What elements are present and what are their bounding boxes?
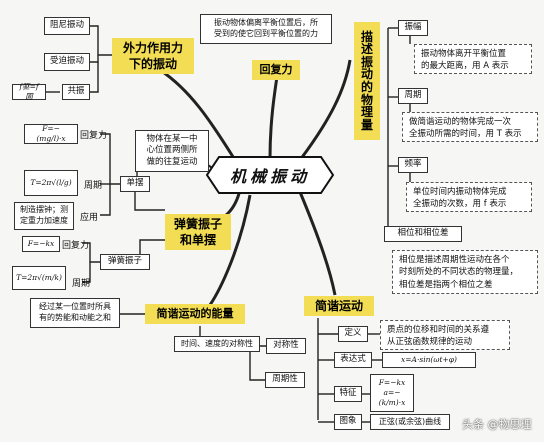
branch-spring-pendulum[interactable]: 弹簧振子 和单摆	[165, 214, 231, 250]
branch-forced-vibration[interactable]: 外力作用力 下的振动	[112, 38, 194, 74]
shm-definition-text: 质点的位移和时间的关系遵 从正弦函数规律的运动	[380, 320, 510, 350]
pendulum-restoring-formula: F=−(mg/l)·x	[24, 124, 78, 144]
shm-feature-acceleration: a=−(k/m)·x	[378, 387, 406, 408]
branch-restoring-force[interactable]: 回复力	[252, 60, 300, 80]
forced-item-resonance[interactable]: 共振	[62, 84, 90, 100]
symmetry-definition: 时间、速度的对称性	[174, 336, 260, 352]
watermark: 头条 @物思理	[462, 418, 532, 431]
shm-image-text: 正弦(或余弦)曲线	[370, 414, 450, 430]
center-hexagon-shape	[205, 156, 335, 194]
quantity-frequency-label[interactable]: 频率	[398, 157, 428, 173]
quantity-amplitude-label[interactable]: 振幅	[398, 20, 428, 36]
spring-period-label: 周期	[72, 279, 91, 289]
pendulum-application: 制造摆钟；测 定重力加速度	[14, 202, 74, 230]
spring-period-formula: T=2π√(m/k)	[12, 266, 66, 290]
spring-oscillator-label[interactable]: 弹簧振子	[100, 254, 150, 270]
quantity-period-definition: 做简谐运动的物体完成一次 全振动所需的时间，用 T 表示	[402, 112, 538, 142]
shm-image-label[interactable]: 图象	[334, 414, 362, 430]
spring-restoring-formula: F=−kx	[22, 236, 60, 252]
branch-describe-quantities[interactable]: 描 述 振 动 的 物 理 量	[354, 22, 380, 140]
shm-feature-formulas: F=−kx a=−(k/m)·x	[370, 374, 414, 412]
periodicity-label[interactable]: 周期性	[265, 372, 305, 388]
center-title: 机械振动	[229, 167, 310, 186]
pendulum-application-label: 应用	[80, 213, 99, 223]
pendulum-restoring-label: 回复力	[80, 131, 108, 141]
oscillation-definition: 物体在某一中 心位置两侧所 做的往复运动	[135, 130, 209, 172]
branch-shm[interactable]: 简谐运动	[304, 296, 374, 316]
quantity-phase-definition: 相位是描述周期性运动在各个 时刻所处的不同状态的物理量， 相位差是指两个相位之差	[392, 250, 538, 294]
pendulum-period-formula: T=2π√(l/g)	[24, 170, 78, 196]
pendulum-label[interactable]: 单摆	[120, 176, 150, 192]
resonance-condition: f驱=f固	[12, 82, 46, 101]
restoring-force-definition: 振动物体偏离平衡位置后，所 受到的使它回到平衡位置的力	[200, 14, 332, 44]
quantity-period-label[interactable]: 周期	[398, 88, 428, 104]
quantity-amplitude-definition: 振动物体离开平衡位置 的最大距离，用 A 表示	[414, 44, 532, 74]
symmetry-label[interactable]: 对称性	[266, 338, 306, 354]
spring-restoring-label: 回复力	[62, 241, 90, 251]
shm-feature-force: F=−kx	[378, 377, 406, 387]
forced-item-damped[interactable]: 阻尼振动	[44, 17, 90, 35]
shm-expression-text: x=A·sin(ωt+φ)	[382, 352, 476, 368]
energy-definition: 经过某一位置时所具 有的势能和动能之和	[30, 298, 120, 328]
shm-expression-label[interactable]: 表达式	[334, 352, 372, 368]
branch-shm-energy[interactable]: 简谐运动的能量	[145, 304, 245, 324]
quantity-phase-label[interactable]: 相位和相位差	[384, 226, 462, 242]
pendulum-period-label: 周期	[84, 181, 103, 191]
quantity-frequency-definition: 单位时间内振动物体完成 全振动的次数，用 f 表示	[406, 182, 532, 212]
forced-item-driven[interactable]: 受迫振动	[44, 53, 90, 71]
shm-feature-label[interactable]: 特征	[334, 386, 362, 402]
shm-definition-label[interactable]: 定义	[338, 326, 368, 342]
center-node[interactable]: 机械振动	[205, 155, 335, 195]
